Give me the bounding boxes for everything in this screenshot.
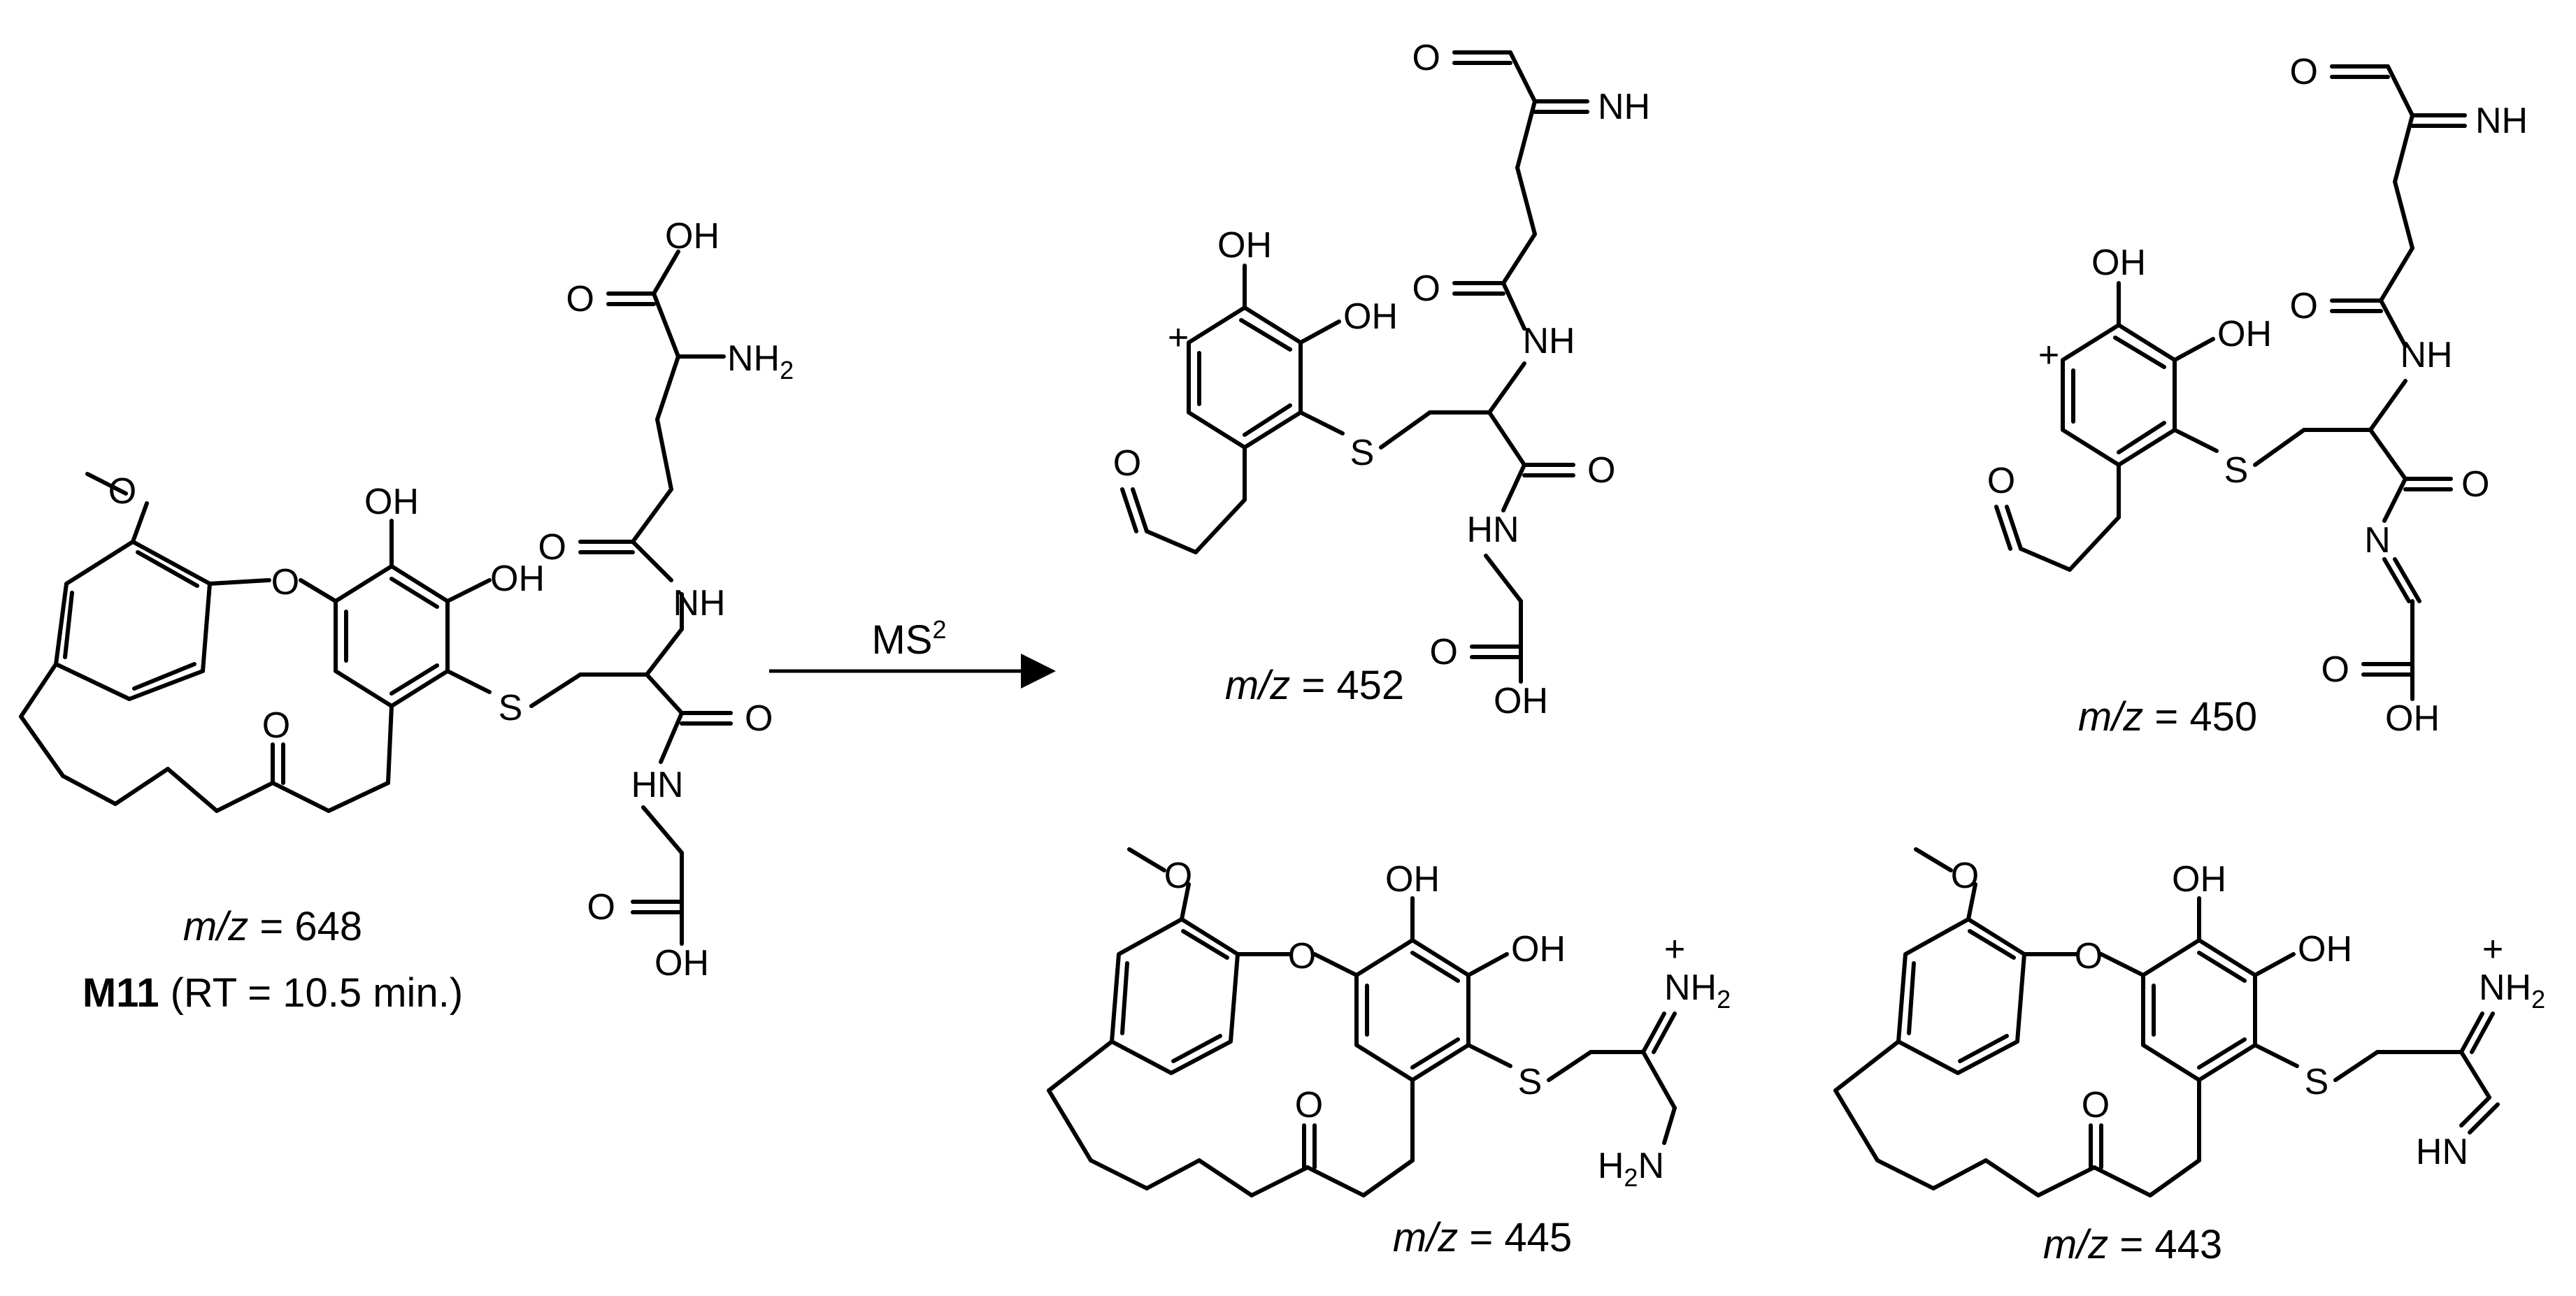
oh-label: OH (2385, 698, 2440, 739)
oh-label: OH (490, 559, 545, 599)
parent-mz-caption: m/z = 648 (183, 904, 362, 949)
aldehyde-o-label: O (1412, 38, 1440, 78)
fragment-mz-caption: m/z = 443 (2043, 1222, 2222, 1267)
fragment-mz-caption: m/z = 445 (1393, 1215, 1572, 1260)
nh-label: NH (2400, 335, 2452, 375)
sulfur-label: S (2305, 1062, 2329, 1102)
nh2-label: NH2 (727, 338, 794, 384)
oh-label: OH (654, 943, 709, 984)
sulfur-label: S (499, 688, 523, 728)
sulfur-label: S (1518, 1062, 1543, 1102)
ether-o-label: O (271, 562, 299, 603)
sulfur-label: S (2224, 450, 2249, 491)
carbonyl-o-label: O (745, 698, 773, 739)
aldehyde-o-label: O (1987, 461, 2015, 501)
fragment-450: OH OH + S O O N O OH NH O NH O m/z = 450 (1987, 52, 2528, 740)
ether-o-label: O (1288, 936, 1316, 977)
cation-plus: + (2038, 335, 2059, 375)
carbonyl-o-label: O (587, 887, 615, 928)
carbonyl-o-label: O (538, 527, 566, 568)
ketone-o-label: O (2082, 1085, 2110, 1125)
cation-plus: + (2482, 929, 2503, 970)
carbonyl-o-label: O (1430, 632, 1458, 672)
oh-label: OH (1511, 929, 1566, 970)
nh-label: NH (673, 583, 725, 624)
oh-label: OH (1385, 859, 1440, 900)
hn-label: HN (1466, 510, 1519, 550)
parent-structure-m11: O O OH OH S O O HN O OH NH O NH2 O OH m/… (19, 216, 794, 1016)
fragment-mz-caption: m/z = 450 (2078, 694, 2257, 740)
methoxy-o-label: O (1164, 856, 1192, 896)
carbonyl-o-label: O (2321, 649, 2349, 690)
oh-label: OH (2217, 314, 2272, 354)
h2n-label: H2N (1598, 1146, 1664, 1192)
oh-label: OH (1343, 296, 1398, 337)
carbonyl-o-label: O (1412, 268, 1440, 309)
imine-nh-label: NH (2475, 101, 2528, 141)
ketone-o-label: O (262, 705, 290, 746)
cation-plus: + (1664, 929, 1685, 970)
oh-label: OH (2091, 243, 2146, 283)
iminium-nh2-label: NH2 (2479, 967, 2545, 1014)
imine-n-label: N (2364, 520, 2391, 561)
nh-label: NH (1522, 321, 1575, 361)
fragment-443: O O OH OH S O NH2 + HN m/z = 443 (1833, 847, 2545, 1267)
carbonyl-o-label: O (2461, 464, 2489, 505)
carbonyl-o-label: O (566, 279, 594, 319)
oh-label: OH (665, 216, 720, 257)
oh-label: OH (2172, 859, 2226, 900)
aldehyde-o-label: O (2290, 52, 2318, 92)
fragment-mz-caption: m/z = 452 (1225, 663, 1404, 708)
sulfur-label: S (1350, 433, 1375, 473)
carbonyl-o-label: O (1587, 450, 1615, 491)
reaction-arrow: MS2 (769, 615, 1056, 689)
imine-nh-label: NH (1598, 87, 1650, 127)
carbonyl-o-label: O (2290, 286, 2318, 326)
methoxy-o-label: O (1951, 856, 1979, 896)
fragment-452: OH OH + S O O HN O OH NH O NH O m/z = 45… (1113, 38, 1650, 721)
hn-label: HN (631, 765, 683, 805)
oh-label: OH (364, 482, 419, 522)
oh-label: OH (2298, 929, 2352, 970)
arrow-label: MS2 (871, 615, 946, 663)
ketone-o-label: O (1295, 1085, 1323, 1125)
oh-label: OH (1217, 225, 1272, 266)
ether-o-label: O (2075, 936, 2103, 977)
imine-hn-label: HN (2416, 1132, 2468, 1172)
cation-plus: + (1168, 317, 1189, 358)
fragment-445: O O OH OH S O NH2 + H2N m/z = 445 (1047, 847, 1731, 1260)
parent-name-caption: M11 (RT = 10.5 min.) (83, 970, 463, 1016)
methoxy-o-label: O (108, 471, 136, 512)
iminium-nh2-label: NH2 (1664, 967, 1731, 1014)
oh-label: OH (1494, 681, 1548, 721)
aldehyde-o-label: O (1113, 443, 1141, 484)
